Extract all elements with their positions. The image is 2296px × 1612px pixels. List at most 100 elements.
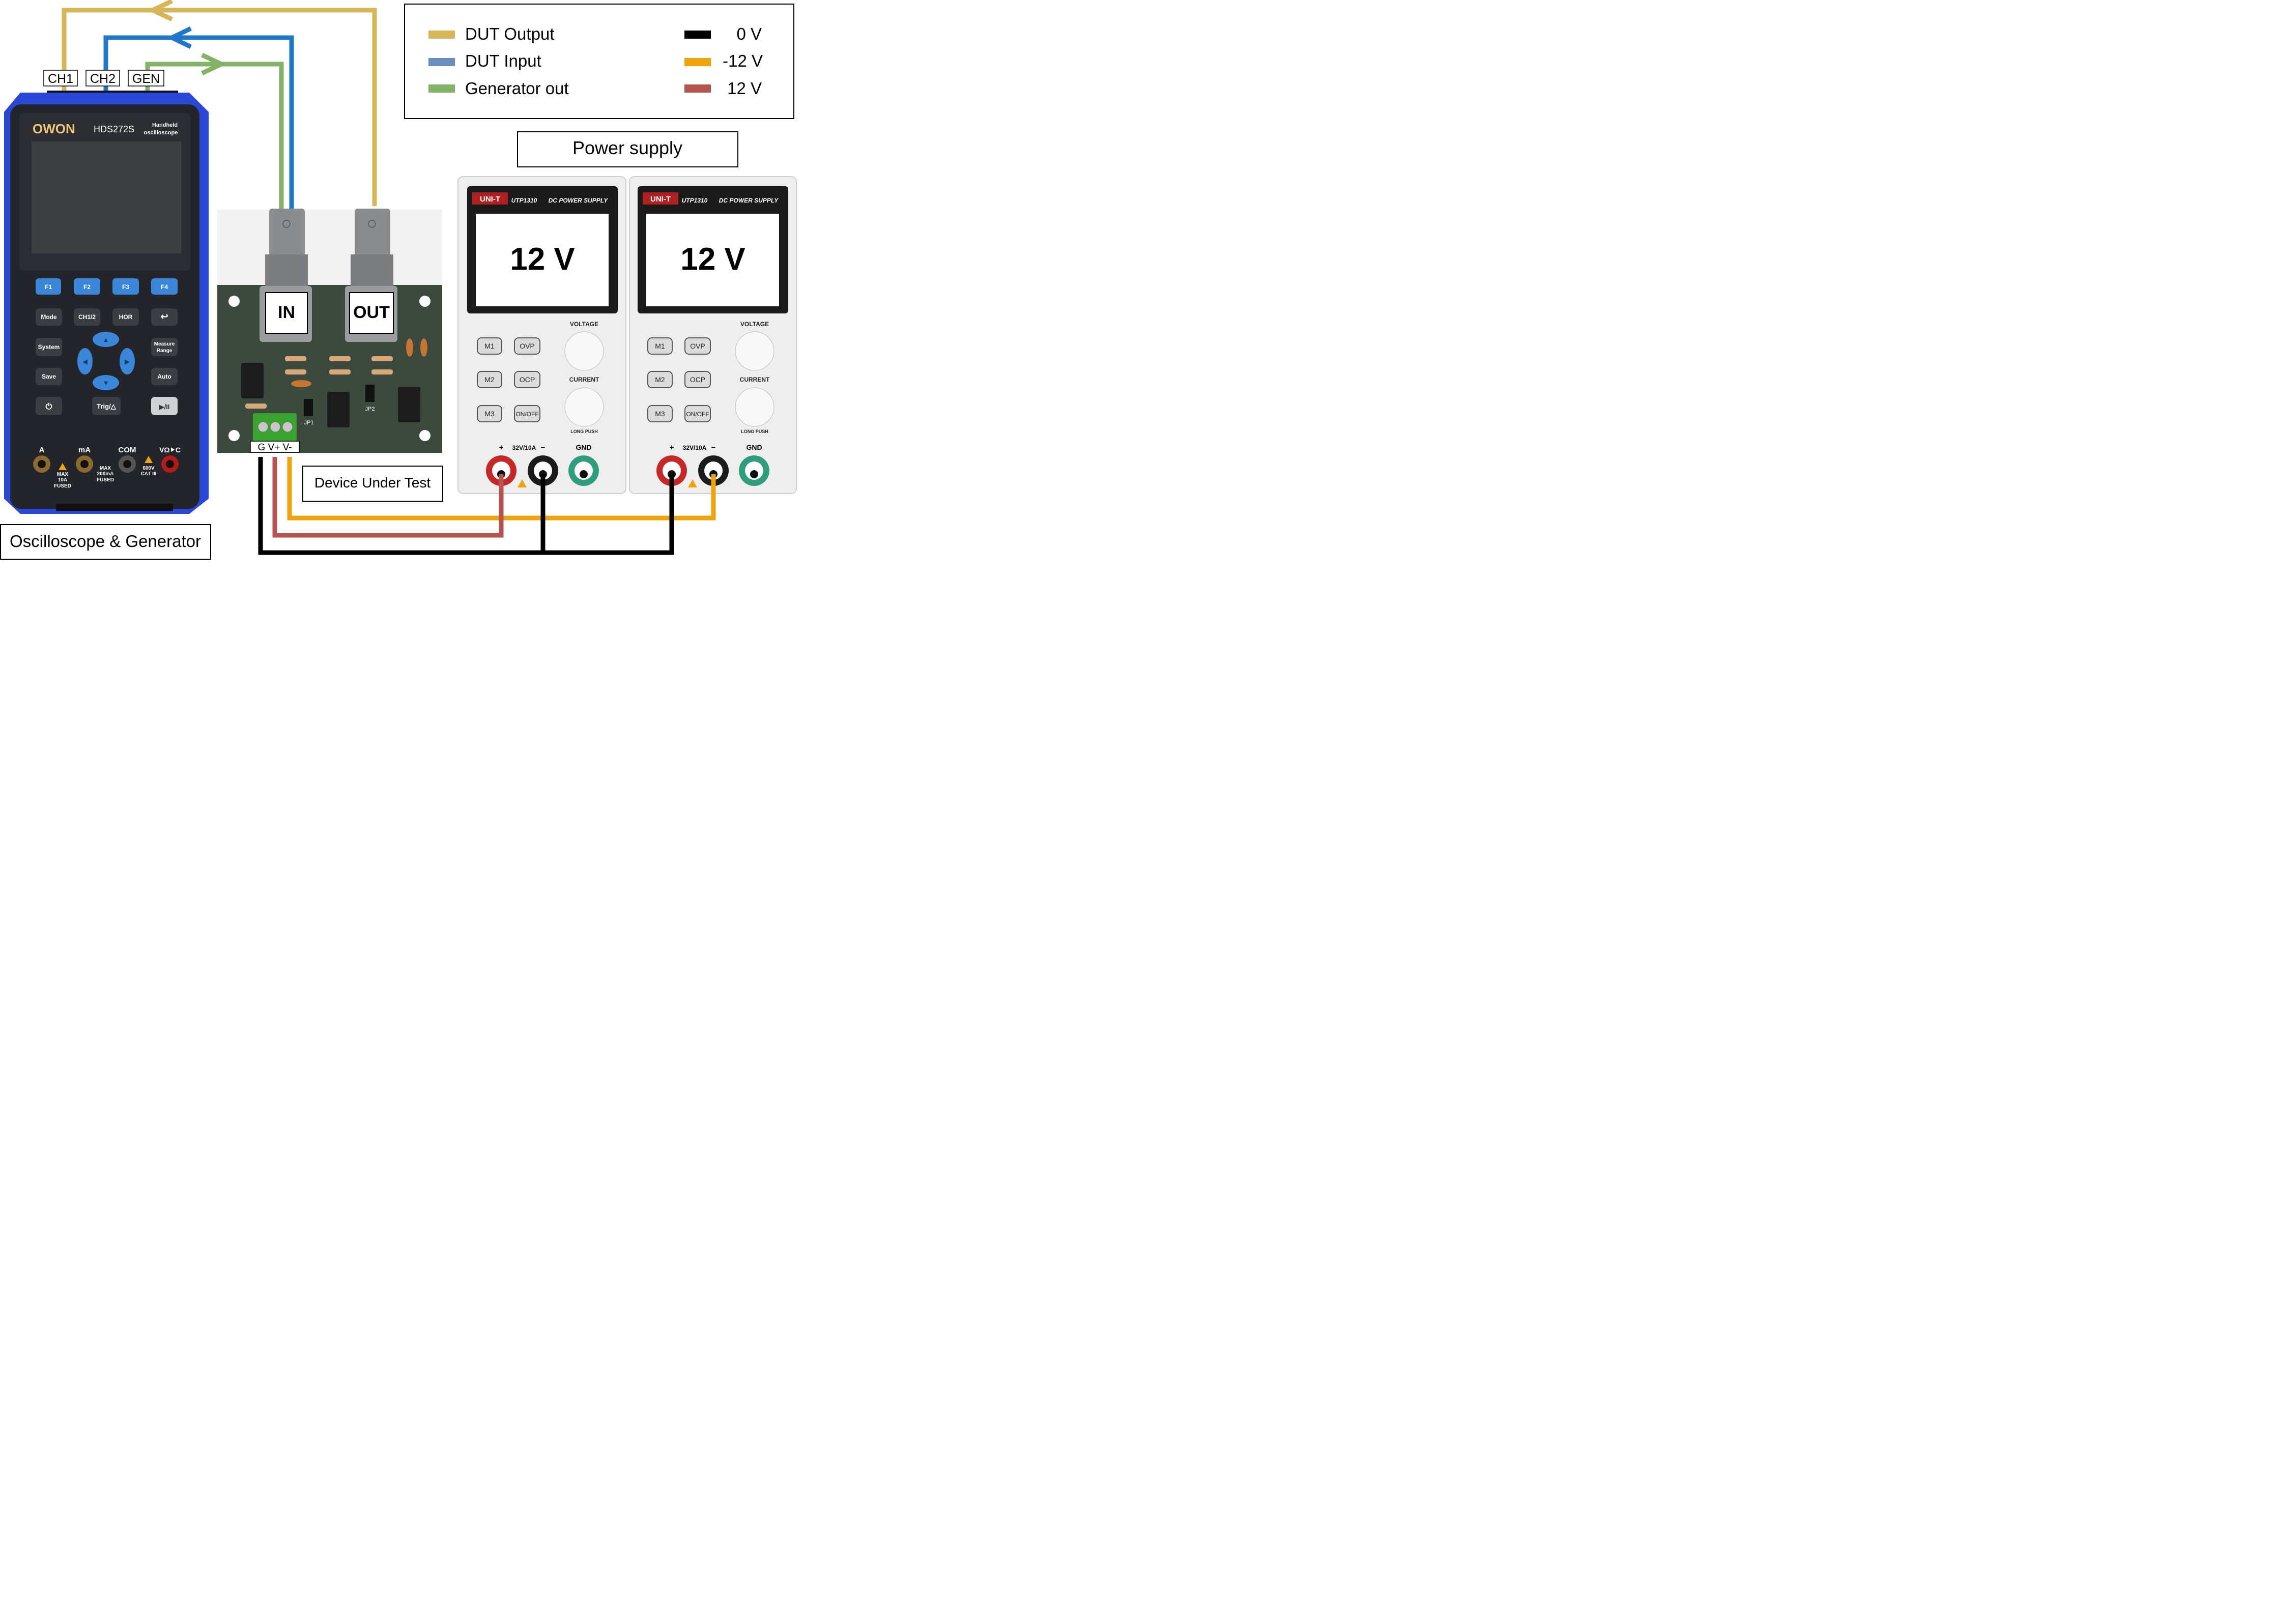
m2-button[interactable] — [647, 371, 673, 388]
power-button[interactable] — [36, 397, 62, 415]
voltage-label: VOLTAGE — [570, 321, 598, 328]
back-button[interactable] — [151, 308, 178, 326]
onoff-button[interactable] — [684, 405, 711, 422]
arrow-down-icon: ▼ — [103, 379, 109, 387]
terminal-label-box — [250, 441, 300, 453]
current-label: CURRENT — [740, 376, 770, 383]
mode-button[interactable] — [36, 308, 62, 326]
bnc-in-label-box — [265, 292, 308, 334]
m3-button[interactable] — [477, 405, 502, 422]
arrow-right-button[interactable] — [120, 348, 135, 375]
f1-button[interactable] — [36, 278, 61, 295]
jack-com-label: COM — [119, 446, 136, 454]
long-push-label: LONG PUSH — [741, 429, 768, 434]
f1-label: F1 — [45, 283, 52, 291]
legend: DUT Output DUT Input Generator out 0 V -… — [404, 4, 794, 119]
ocp-button[interactable] — [684, 371, 711, 388]
m2-label: M2 — [655, 376, 665, 384]
auto-button[interactable] — [151, 368, 178, 385]
wire-12v — [272, 457, 504, 538]
oscilloscope: CH1 CH2 GEN OWON HDS272S Handheld oscill… — [4, 70, 209, 514]
arrow-down-button[interactable] — [93, 375, 119, 390]
max-10a-line1: MAX — [57, 472, 69, 477]
f4-button[interactable] — [151, 278, 178, 295]
warning-icon — [518, 479, 527, 487]
ch12-button[interactable] — [74, 308, 100, 326]
voltage-knob[interactable] — [735, 331, 774, 371]
jumper-jp1 — [304, 399, 313, 416]
max-200ma-line2: 200mA — [97, 471, 114, 477]
max-10a-line2: 10A — [58, 477, 67, 483]
wire-dut-input — [103, 35, 294, 210]
scope-screen — [32, 141, 181, 253]
diagram-canvas: DUT Output DUT Input Generator out 0 V -… — [0, 0, 797, 560]
arrow-left-button[interactable] — [77, 348, 93, 375]
measure-label: Measure — [154, 341, 175, 347]
oscilloscope-title: Oscilloscope & Generator — [10, 532, 201, 551]
m3-button[interactable] — [647, 405, 673, 422]
m1-button[interactable] — [477, 337, 502, 355]
legend-label-12v: 12 V — [727, 79, 762, 98]
voltage-label: VOLTAGE — [740, 321, 769, 328]
psu-display-value: 12 V — [680, 242, 745, 277]
gnd-label: GND — [746, 443, 762, 451]
power-icon: ⏻ — [46, 402, 52, 411]
terminal-screw[interactable] — [257, 421, 269, 433]
arrow-right-icon: ▶ — [125, 358, 130, 365]
legend-swatch-generator-out — [428, 84, 455, 93]
psu-brand-badge — [472, 192, 508, 205]
hor-label: HOR — [119, 313, 133, 321]
jp2-label: JP2 — [365, 406, 375, 412]
voltage-knob[interactable] — [564, 331, 604, 371]
ovp-button[interactable] — [684, 337, 711, 355]
scope-brand: OWON — [33, 121, 75, 136]
m1-button[interactable] — [647, 337, 673, 355]
ic-chip — [398, 387, 420, 422]
ocp-label: OCP — [520, 376, 535, 384]
cat-line2: CAT III — [141, 471, 157, 477]
warning-icon — [145, 456, 153, 463]
f3-button[interactable] — [112, 278, 139, 295]
ocp-button[interactable] — [514, 371, 540, 388]
terminal-label: G V+ V- — [257, 442, 292, 453]
arrow-up-button[interactable] — [93, 332, 119, 347]
jack-a-label: A — [39, 446, 45, 454]
wiring-diagram: DUT Output DUT Input Generator out 0 V -… — [0, 0, 798, 560]
run-stop-button[interactable] — [151, 397, 178, 415]
minus-label: − — [711, 443, 716, 452]
legend-swatch-0v — [684, 31, 711, 39]
wire-0v-bridge — [543, 474, 674, 555]
scope-fkeys: F1 F2 F3 F4 — [36, 278, 178, 295]
rating-label: 32V/10A — [512, 444, 536, 451]
ovp-button[interactable] — [514, 337, 540, 355]
bnc-out-label: OUT — [353, 303, 390, 322]
ovp-label: OVP — [690, 342, 705, 350]
ocp-label: OCP — [690, 376, 705, 384]
capacitor — [291, 380, 311, 387]
hor-button[interactable] — [112, 308, 139, 326]
onoff-label: ON/OFF — [515, 411, 538, 418]
gnd-label: GND — [576, 443, 591, 451]
port-box-gen — [128, 70, 164, 87]
mounting-hole — [419, 430, 430, 441]
plus-label: + — [670, 443, 674, 452]
save-button[interactable] — [36, 368, 62, 385]
onoff-button[interactable] — [514, 405, 540, 422]
psu-type: DC POWER SUPPLY — [549, 197, 608, 204]
measure-range-button[interactable] — [151, 338, 178, 356]
legend-label-generator-out: Generator out — [465, 79, 569, 98]
port-label-ch2: CH2 — [90, 72, 116, 86]
arrow-generator-out — [201, 52, 227, 76]
terminal-screw[interactable] — [282, 421, 293, 433]
bnc-out-barrel — [355, 209, 390, 257]
power-supply-1: UNI-T UTP1310 DC POWER SUPPLY 12 V M1 OV… — [457, 176, 626, 494]
trig-button[interactable] — [92, 397, 121, 415]
f2-button[interactable] — [74, 278, 100, 295]
psu-screen — [646, 214, 779, 306]
terminal-screw[interactable] — [270, 421, 281, 433]
current-knob[interactable] — [564, 387, 604, 427]
system-button[interactable] — [36, 338, 62, 356]
m2-button[interactable] — [477, 371, 502, 388]
fused-label-1: FUSED — [54, 483, 71, 489]
current-knob[interactable] — [735, 387, 774, 427]
